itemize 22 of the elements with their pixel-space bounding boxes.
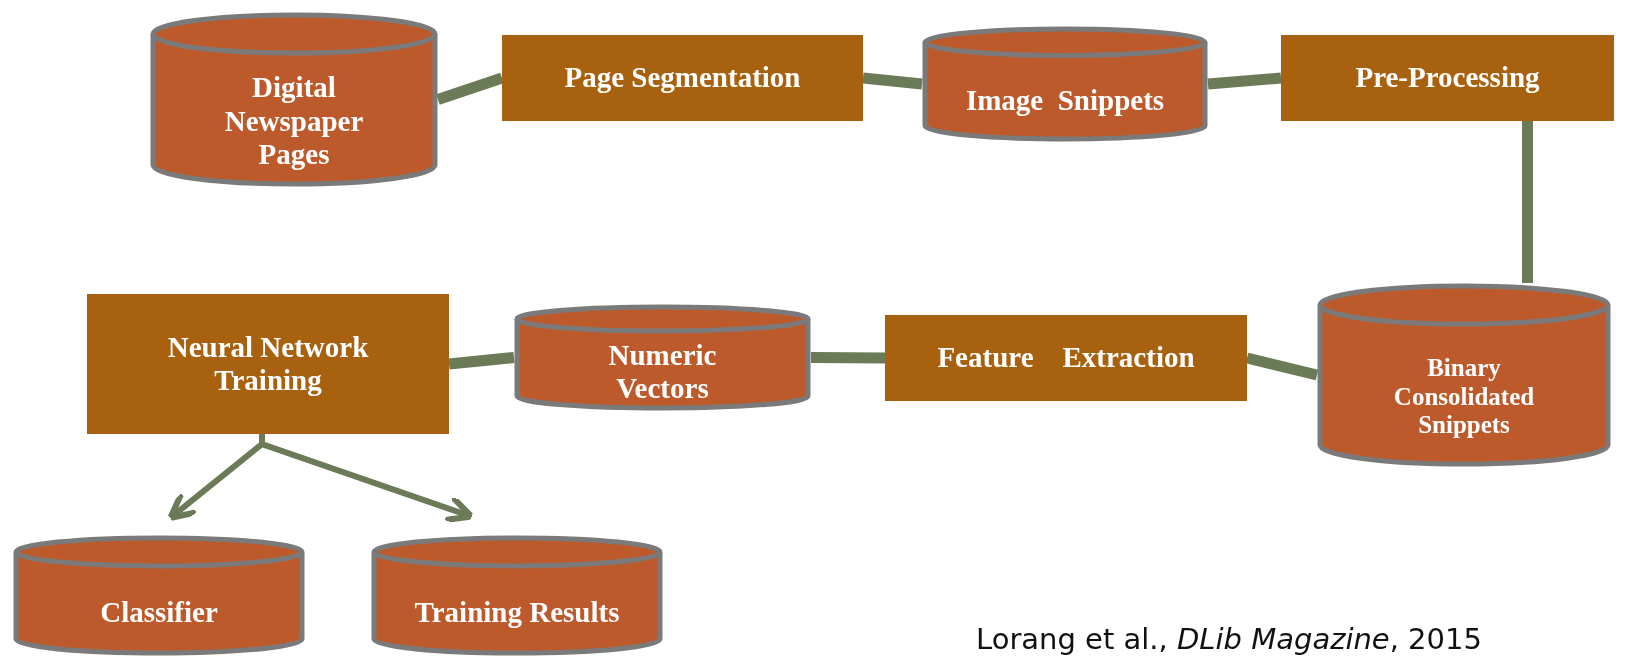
node-label: Classifier: [100, 595, 218, 630]
node-label: Digital Newspaper Pages: [223, 71, 365, 172]
connector-line: [862, 72, 923, 90]
process-box: [87, 294, 449, 434]
node-label: Neural Network Training: [166, 330, 370, 398]
node-label: Feature Extraction: [937, 341, 1195, 375]
arrow: [259, 434, 475, 524]
process-box: [885, 315, 1247, 401]
connector-line: [810, 352, 886, 364]
citation-caption: Lorang et al., DLib Magazine, 2015: [976, 622, 1482, 656]
connector-line: [1207, 72, 1282, 90]
node-label: Image Snippets: [965, 83, 1165, 117]
connector-line: [436, 72, 504, 105]
process-box: [502, 35, 863, 121]
node-label: Pre-Processing: [1355, 61, 1540, 95]
connector-line: [1522, 121, 1533, 283]
node-label: Binary Consolidated Snippets: [1392, 353, 1536, 441]
process-box: [1281, 35, 1614, 121]
node-label: Page Segmentation: [564, 61, 801, 95]
node-label: Numeric Vectors: [607, 339, 718, 406]
node-label: Training Results: [414, 595, 620, 630]
connector-line: [448, 352, 515, 370]
